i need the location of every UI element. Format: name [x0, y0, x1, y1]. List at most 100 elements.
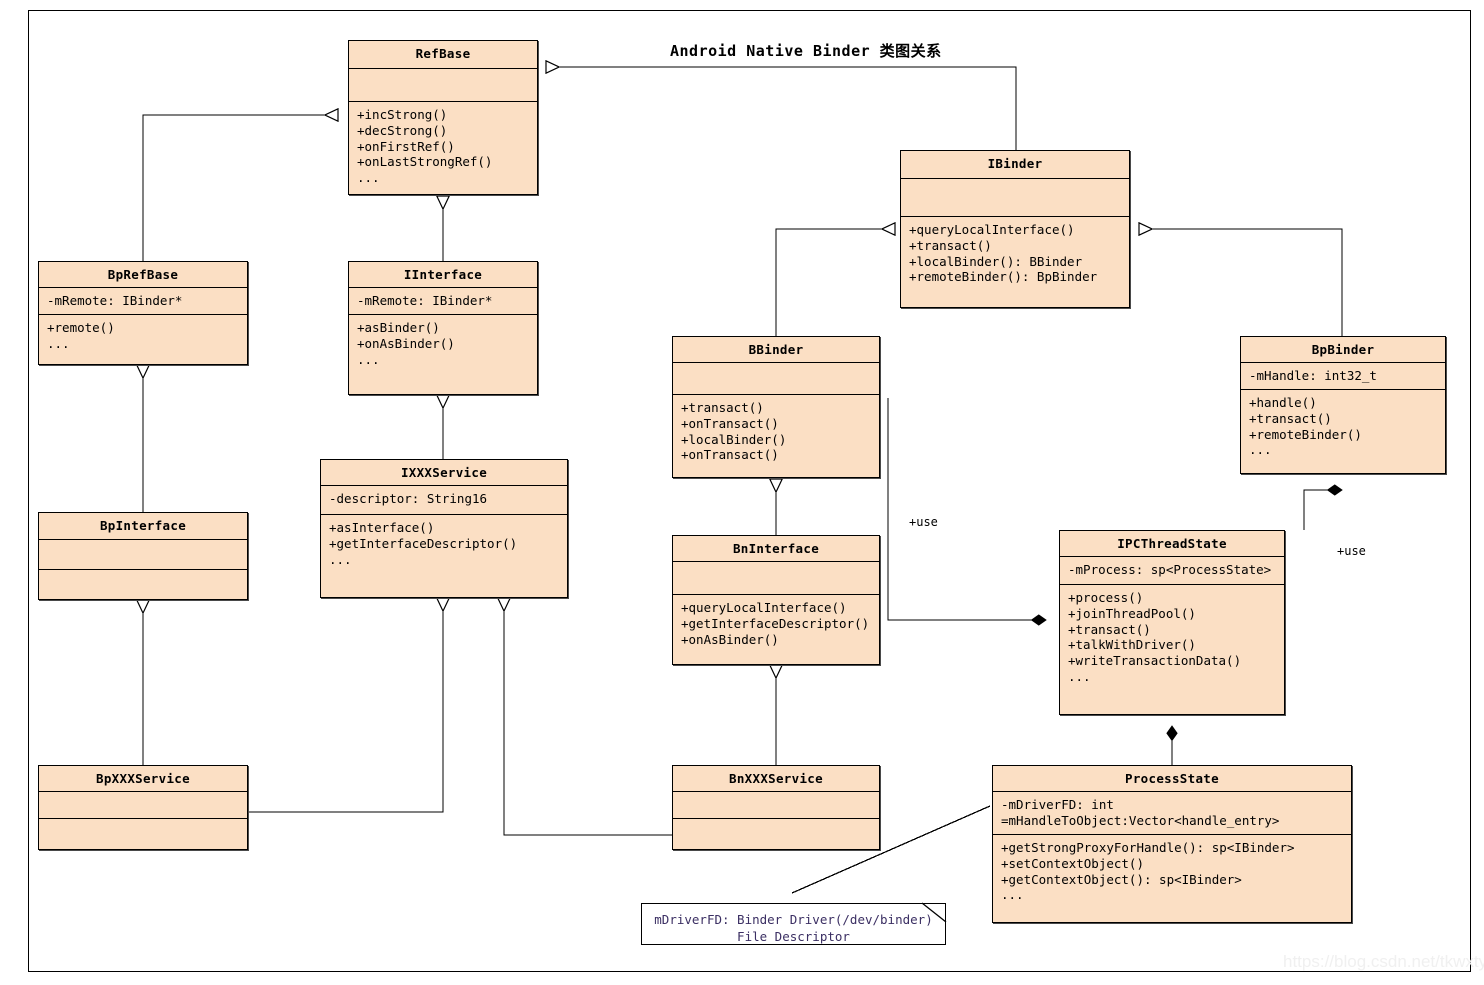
class-operations-bpinterface	[39, 570, 247, 601]
class-attributes-bprefbase: -mRemote: IBinder*	[39, 288, 247, 315]
operation-line: +onTransact()	[681, 447, 779, 463]
class-attributes-processstate: -mDriverFD: int =mHandleToObject:Vector<…	[993, 792, 1351, 835]
attribute-line: -mRemote: IBinder*	[47, 293, 183, 308]
note-box-mdriverfd[interactable]: mDriverFD: Binder Driver(/dev/binder) Fi…	[641, 903, 946, 945]
operation-line: ...	[1068, 668, 1091, 684]
class-name-processstate: ProcessState	[993, 766, 1351, 792]
operation-line: +transact()	[681, 400, 764, 415]
operation-line: +transact()	[1068, 621, 1151, 637]
class-box-bprefbase[interactable]: BpRefBase -mRemote: IBinder* +remote() .…	[38, 261, 248, 365]
class-name-bpbinder: BpBinder	[1241, 337, 1445, 363]
class-attributes-bpxxxservice	[39, 792, 247, 819]
operation-line: +remoteBinder(): BpBinder	[909, 269, 1098, 285]
class-operations-bpxxxservice	[39, 819, 247, 851]
operation-line: +talkWithDriver()	[1068, 637, 1196, 653]
class-operations-bbinder: +transact() +onTransact() +localBinder()…	[673, 395, 879, 477]
operation-line: +writeTransactionData()	[1068, 653, 1242, 669]
edge-label-use-right: +use	[1337, 544, 1366, 558]
operation-line: ...	[357, 170, 380, 186]
operation-line: +joinThreadPool()	[1068, 605, 1196, 621]
class-box-bpxxxservice[interactable]: BpXXXService	[38, 765, 248, 850]
operation-line: ...	[1249, 442, 1272, 458]
operation-line: +getInterfaceDescriptor()	[329, 535, 518, 551]
operation-line: +queryLocalInterface()	[909, 222, 1075, 237]
class-box-bbinder[interactable]: BBinder +transact() +onTransact() +local…	[672, 336, 880, 478]
class-name-bbinder: BBinder	[673, 337, 879, 363]
class-box-refbase[interactable]: RefBase +incStrong() +decStrong() +onFir…	[348, 40, 538, 195]
class-operations-bnxxxservice	[673, 819, 879, 851]
class-operations-bprefbase: +remote() ...	[39, 315, 247, 364]
operation-line: +setContextObject()	[1001, 855, 1144, 871]
operation-line: +onLastStrongRef()	[357, 154, 493, 170]
operation-line: +onTransact()	[681, 415, 779, 431]
class-box-bnxxxservice[interactable]: BnXXXService	[672, 765, 880, 850]
class-box-bninterface[interactable]: BnInterface +queryLocalInterface() +getI…	[672, 535, 880, 665]
attribute-line: -mDriverFD: int	[1001, 797, 1114, 812]
attribute-line: -mRemote: IBinder*	[357, 293, 493, 308]
class-attributes-bninterface	[673, 562, 879, 595]
operation-line: +asInterface()	[329, 520, 435, 535]
class-box-bpbinder[interactable]: BpBinder -mHandle: int32_t +handle() +tr…	[1240, 336, 1446, 474]
operation-line: ...	[47, 335, 70, 351]
class-attributes-ibinder	[901, 179, 1129, 217]
class-operations-processstate: +getStrongProxyForHandle(): sp<IBinder> …	[993, 835, 1351, 922]
class-attributes-ixxxservice: -descriptor: String16	[321, 486, 567, 515]
operation-line: +localBinder()	[681, 431, 787, 447]
operation-line: +onAsBinder()	[357, 335, 455, 351]
diagram-title: Android Native Binder 类图关系	[670, 42, 942, 60]
class-attributes-refbase	[349, 69, 537, 102]
class-box-iinterface[interactable]: IInterface -mRemote: IBinder* +asBinder(…	[348, 261, 538, 395]
note-text: mDriverFD: Binder Driver(/dev/binder) Fi…	[654, 912, 933, 944]
class-box-bpinterface[interactable]: BpInterface	[38, 512, 248, 600]
operation-line: +transact()	[909, 237, 992, 253]
operation-line: +asBinder()	[357, 320, 440, 335]
operation-line: +process()	[1068, 590, 1144, 605]
operation-line: +queryLocalInterface()	[681, 600, 847, 615]
class-operations-bninterface: +queryLocalInterface() +getInterfaceDesc…	[673, 595, 879, 666]
class-box-processstate[interactable]: ProcessState -mDriverFD: int =mHandleToO…	[992, 765, 1352, 923]
class-attributes-bpinterface	[39, 540, 247, 570]
class-box-ipcthreadstate[interactable]: IPCThreadState -mProcess: sp<ProcessStat…	[1059, 530, 1285, 715]
attribute-line: -descriptor: String16	[329, 491, 488, 506]
class-operations-iinterface: +asBinder() +onAsBinder() ...	[349, 315, 537, 394]
class-attributes-ipcthreadstate: -mProcess: sp<ProcessState>	[1060, 557, 1284, 585]
class-name-bpxxxservice: BpXXXService	[39, 766, 247, 792]
class-operations-ibinder: +queryLocalInterface() +transact() +loca…	[901, 217, 1129, 307]
operation-line: +getContextObject(): sp<IBinder>	[1001, 871, 1242, 887]
operation-line: +handle()	[1249, 395, 1317, 410]
operation-line: +localBinder(): BBinder	[909, 253, 1083, 269]
class-name-bprefbase: BpRefBase	[39, 262, 247, 288]
class-name-bnxxxservice: BnXXXService	[673, 766, 879, 792]
attribute-line: -mProcess: sp<ProcessState>	[1068, 562, 1272, 577]
class-box-ixxxservice[interactable]: IXXXService -descriptor: String16 +asInt…	[320, 459, 568, 598]
operation-line: +decStrong()	[357, 122, 448, 138]
operation-line: +onAsBinder()	[681, 631, 779, 647]
class-name-ibinder: IBinder	[901, 151, 1129, 179]
class-operations-ixxxservice: +asInterface() +getInterfaceDescriptor()…	[321, 515, 567, 599]
operation-line: +incStrong()	[357, 107, 448, 122]
operation-line: ...	[329, 551, 352, 567]
class-name-ixxxservice: IXXXService	[321, 460, 567, 486]
attribute-line: =mHandleToObject:Vector<handle_entry>	[1001, 812, 1280, 828]
diagram-frame	[28, 10, 1471, 972]
class-name-bpinterface: BpInterface	[39, 513, 247, 540]
class-operations-bpbinder: +handle() +transact() +remoteBinder() ..…	[1241, 390, 1445, 475]
class-operations-refbase: +incStrong() +decStrong() +onFirstRef() …	[349, 102, 537, 195]
class-attributes-bnxxxservice	[673, 792, 879, 819]
operation-line: +remote()	[47, 320, 115, 335]
operation-line: +getStrongProxyForHandle(): sp<IBinder>	[1001, 840, 1295, 855]
class-attributes-iinterface: -mRemote: IBinder*	[349, 288, 537, 315]
watermark: https://blog.csdn.net/tkwxty	[1283, 952, 1484, 971]
operation-line: +remoteBinder()	[1249, 426, 1362, 442]
class-name-iinterface: IInterface	[349, 262, 537, 288]
attribute-line: -mHandle: int32_t	[1249, 368, 1377, 383]
operation-line: ...	[357, 351, 380, 367]
class-attributes-bbinder	[673, 363, 879, 395]
edge-label-use-left: +use	[909, 515, 938, 529]
operation-line: +getInterfaceDescriptor()	[681, 615, 870, 631]
operation-line: +transact()	[1249, 410, 1332, 426]
class-box-ibinder[interactable]: IBinder +queryLocalInterface() +transact…	[900, 150, 1130, 308]
operation-line: +onFirstRef()	[357, 138, 455, 154]
class-attributes-bpbinder: -mHandle: int32_t	[1241, 363, 1445, 390]
